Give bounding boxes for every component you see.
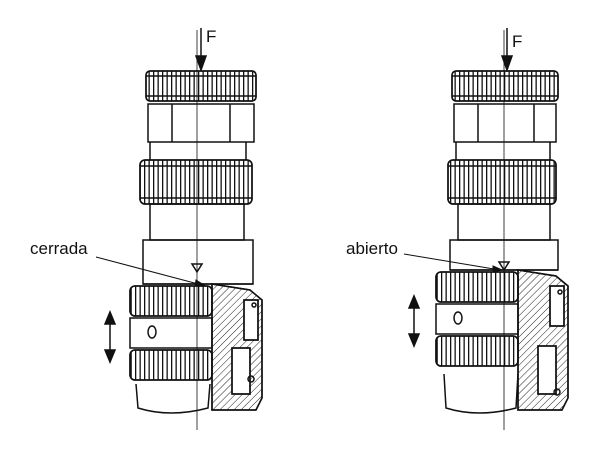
right-hex-nut — [453, 103, 557, 143]
left-section-cut — [211, 283, 263, 411]
left-top-knurled-cap — [145, 70, 257, 102]
right-connector — [435, 70, 569, 414]
left-force-arrow — [194, 28, 208, 73]
right-force-label: F — [512, 32, 523, 51]
left-collar — [142, 239, 254, 285]
right-top-knurled-cap — [451, 70, 559, 102]
left-lower-sleeve — [129, 285, 213, 414]
left-middle-knurled-ring — [139, 142, 253, 205]
right-lower-sleeve — [435, 271, 519, 414]
right-state-label: abierto — [346, 239, 398, 258]
right-middle-knurled-ring — [447, 142, 557, 205]
right-updown-arrow — [407, 294, 421, 348]
left-state-label: cerrada — [30, 239, 88, 258]
left-leader-line — [95, 256, 206, 287]
left-updown-arrow — [103, 310, 117, 364]
right-leader-line — [403, 253, 504, 273]
left-hex-nut — [147, 103, 255, 143]
right-section-cut — [517, 269, 569, 411]
right-force-arrow — [500, 28, 514, 73]
left-force-label: F — [206, 27, 217, 46]
left-connector — [129, 70, 263, 414]
